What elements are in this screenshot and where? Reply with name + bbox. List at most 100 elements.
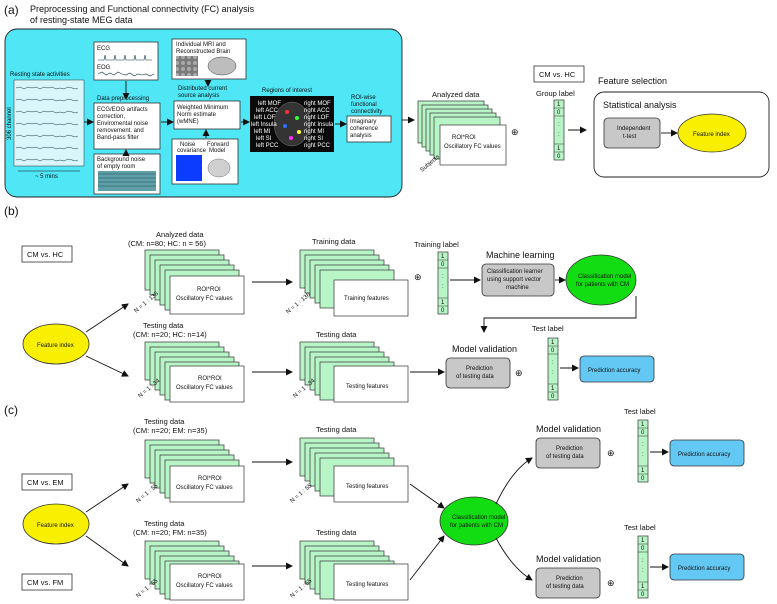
prediction-line: of testing data xyxy=(456,374,494,380)
roi-left-item: left LOF xyxy=(254,115,276,121)
testing-counts-b: (CM: n=20; HC: n=14) xyxy=(133,330,207,339)
roi-left-item: left ACC xyxy=(256,108,279,114)
noise-cov-line: Noise xyxy=(180,142,196,148)
vector-cell: 0 xyxy=(641,476,645,482)
classification-model-node-b xyxy=(565,254,637,306)
testing-features-stack-b xyxy=(299,341,409,403)
ecg-label: ECG xyxy=(97,46,110,52)
vector-cell: 0 xyxy=(641,592,645,598)
vector-cell: : xyxy=(642,568,644,574)
preproc-title: Data preprocessing xyxy=(97,96,149,102)
feature-index-text-c: Feature index xyxy=(37,523,74,529)
vector-cell: : xyxy=(642,442,644,448)
fc-values-text: Oscillatory FC values xyxy=(444,144,501,150)
bottom-testing-counts: (CM: n=20; FM: n=35) xyxy=(133,528,207,537)
prediction-accuracy-text-c2: Prediction accuracy xyxy=(678,566,730,572)
model-line: Classification model xyxy=(578,274,631,280)
roi-right-item: right MI xyxy=(304,129,324,135)
imaginary-coherence-box xyxy=(346,115,392,143)
vector-cell: 0 xyxy=(441,262,445,268)
feature-index-node-c xyxy=(22,503,90,545)
test-label-vector-c1: 1 0 : : 1 0 xyxy=(637,419,649,483)
plus-icon-b2: ⊕ xyxy=(515,368,523,378)
wmne-line: Weighted Minimum xyxy=(177,105,228,111)
group-label-vector: 1 0 : : 1 0 xyxy=(553,99,565,161)
feature-index-node-a xyxy=(677,113,747,153)
vector-cell: 1 xyxy=(551,340,555,346)
plus-icon-c1: ⊕ xyxy=(607,448,615,458)
vector-cell: 0 xyxy=(557,110,561,116)
roi-right-item: right LOF xyxy=(304,115,329,121)
roi-text: ROI*ROI xyxy=(452,135,476,141)
classifier-line: using support vector xyxy=(487,277,541,283)
resting-state-label: Resting state activities xyxy=(10,72,70,78)
vector-cell: 1 xyxy=(551,386,555,392)
section-b-label: (b) xyxy=(4,204,19,218)
roi-left-item: left Insula xyxy=(251,122,277,128)
source-line: Distributed current xyxy=(178,86,227,92)
preproc-line: ECG/EOG artifacts xyxy=(97,107,148,113)
section-a-title-line2: of resting-state MEG data xyxy=(30,15,133,25)
testing-stack-b xyxy=(144,341,245,403)
prediction-line-c: Prediction xyxy=(556,446,583,452)
vector-cell: 0 xyxy=(641,546,645,552)
preproc-box xyxy=(93,102,161,150)
model-line-c: for patients with CM xyxy=(450,523,503,529)
classifier-line: Classification learner xyxy=(487,269,543,275)
ttest-box xyxy=(603,117,661,149)
n-label-c1: N = 1 : 55 xyxy=(135,483,159,505)
preproc-line: removement. and xyxy=(97,128,144,134)
plus-icon-c2: ⊕ xyxy=(607,578,615,588)
vector-cell: 0 xyxy=(441,308,445,314)
ml-title: Machine learning xyxy=(486,250,555,260)
group-cm-hc: CM vs. HC xyxy=(539,70,576,79)
testing-data-title-c2: Testing data xyxy=(316,528,357,537)
vector-cell: 1 xyxy=(441,300,445,306)
roi-left-item: left PCC xyxy=(256,143,279,149)
top-testing-counts: (CM: n=20; EM: n=35) xyxy=(133,426,208,435)
model-validation-title-b: Model validation xyxy=(452,344,517,354)
testing-features-stack-c1 xyxy=(299,437,409,503)
group-cm-hc-box xyxy=(533,65,585,83)
roi-left-item: left MOF xyxy=(258,101,281,107)
group-cm-hc-b-box xyxy=(21,245,73,263)
analyzed-data-title: Analyzed data xyxy=(432,90,480,99)
wmne-line: (wMNE) xyxy=(177,119,199,125)
group-cm-hc-b: CM vs. HC xyxy=(27,250,64,259)
roi-right-list: right MOF right ACC right LOF right Insu… xyxy=(304,101,334,149)
testing-features-text-b: Testing features xyxy=(346,384,388,390)
testing-features-text-c2: Testing features xyxy=(346,582,388,588)
group-cm-fm: CM vs. FM xyxy=(27,578,63,587)
section-a-label: (a) xyxy=(4,3,19,17)
subjects-label: Subjects xyxy=(419,154,440,173)
roi-right-item: right Insula xyxy=(304,122,334,128)
section-c-label: (c) xyxy=(4,403,18,417)
fc-values-c1: Oscillatory FC values xyxy=(176,485,233,491)
test-label-vector-c2: 1 0 : : 1 0 xyxy=(637,535,649,599)
bottom-testing-stack xyxy=(144,540,245,601)
roi-title: Regions of interest xyxy=(262,88,312,94)
training-label-title: Training label xyxy=(414,240,459,249)
fc-values-b: Oscillatory FC values xyxy=(176,296,233,302)
vector-cell: 1 xyxy=(557,102,561,108)
mri-slice-icon xyxy=(176,56,198,76)
vector-cell: : xyxy=(552,360,554,366)
fc-values-c2: Oscillatory FC values xyxy=(176,583,233,589)
fc-values-b2: Oscillatory FC values xyxy=(176,385,233,391)
n-label-b-training: N = 1 : 136 xyxy=(285,292,312,316)
testing-data-title-c1: Testing data xyxy=(316,425,357,434)
vector-cell: 1 xyxy=(557,146,561,152)
model-line: for patients with CM xyxy=(576,282,629,288)
section-a: (a) Preprocessing and Functional connect… xyxy=(4,3,770,198)
model-validation-title-c1: Model validation xyxy=(536,424,601,434)
vector-cell: : xyxy=(642,452,644,458)
fc-line: ROI-wise xyxy=(351,95,376,101)
test-label-title-c2: Test label xyxy=(624,523,656,532)
testing-features-text-c1: Testing features xyxy=(346,484,388,490)
imag-line: analysis xyxy=(350,133,372,139)
roi-text-c1: ROI*ROI xyxy=(198,476,222,482)
svm-classifier-box xyxy=(481,263,555,297)
feature-index-node-b xyxy=(22,323,90,365)
imag-line: coherence xyxy=(350,126,379,132)
